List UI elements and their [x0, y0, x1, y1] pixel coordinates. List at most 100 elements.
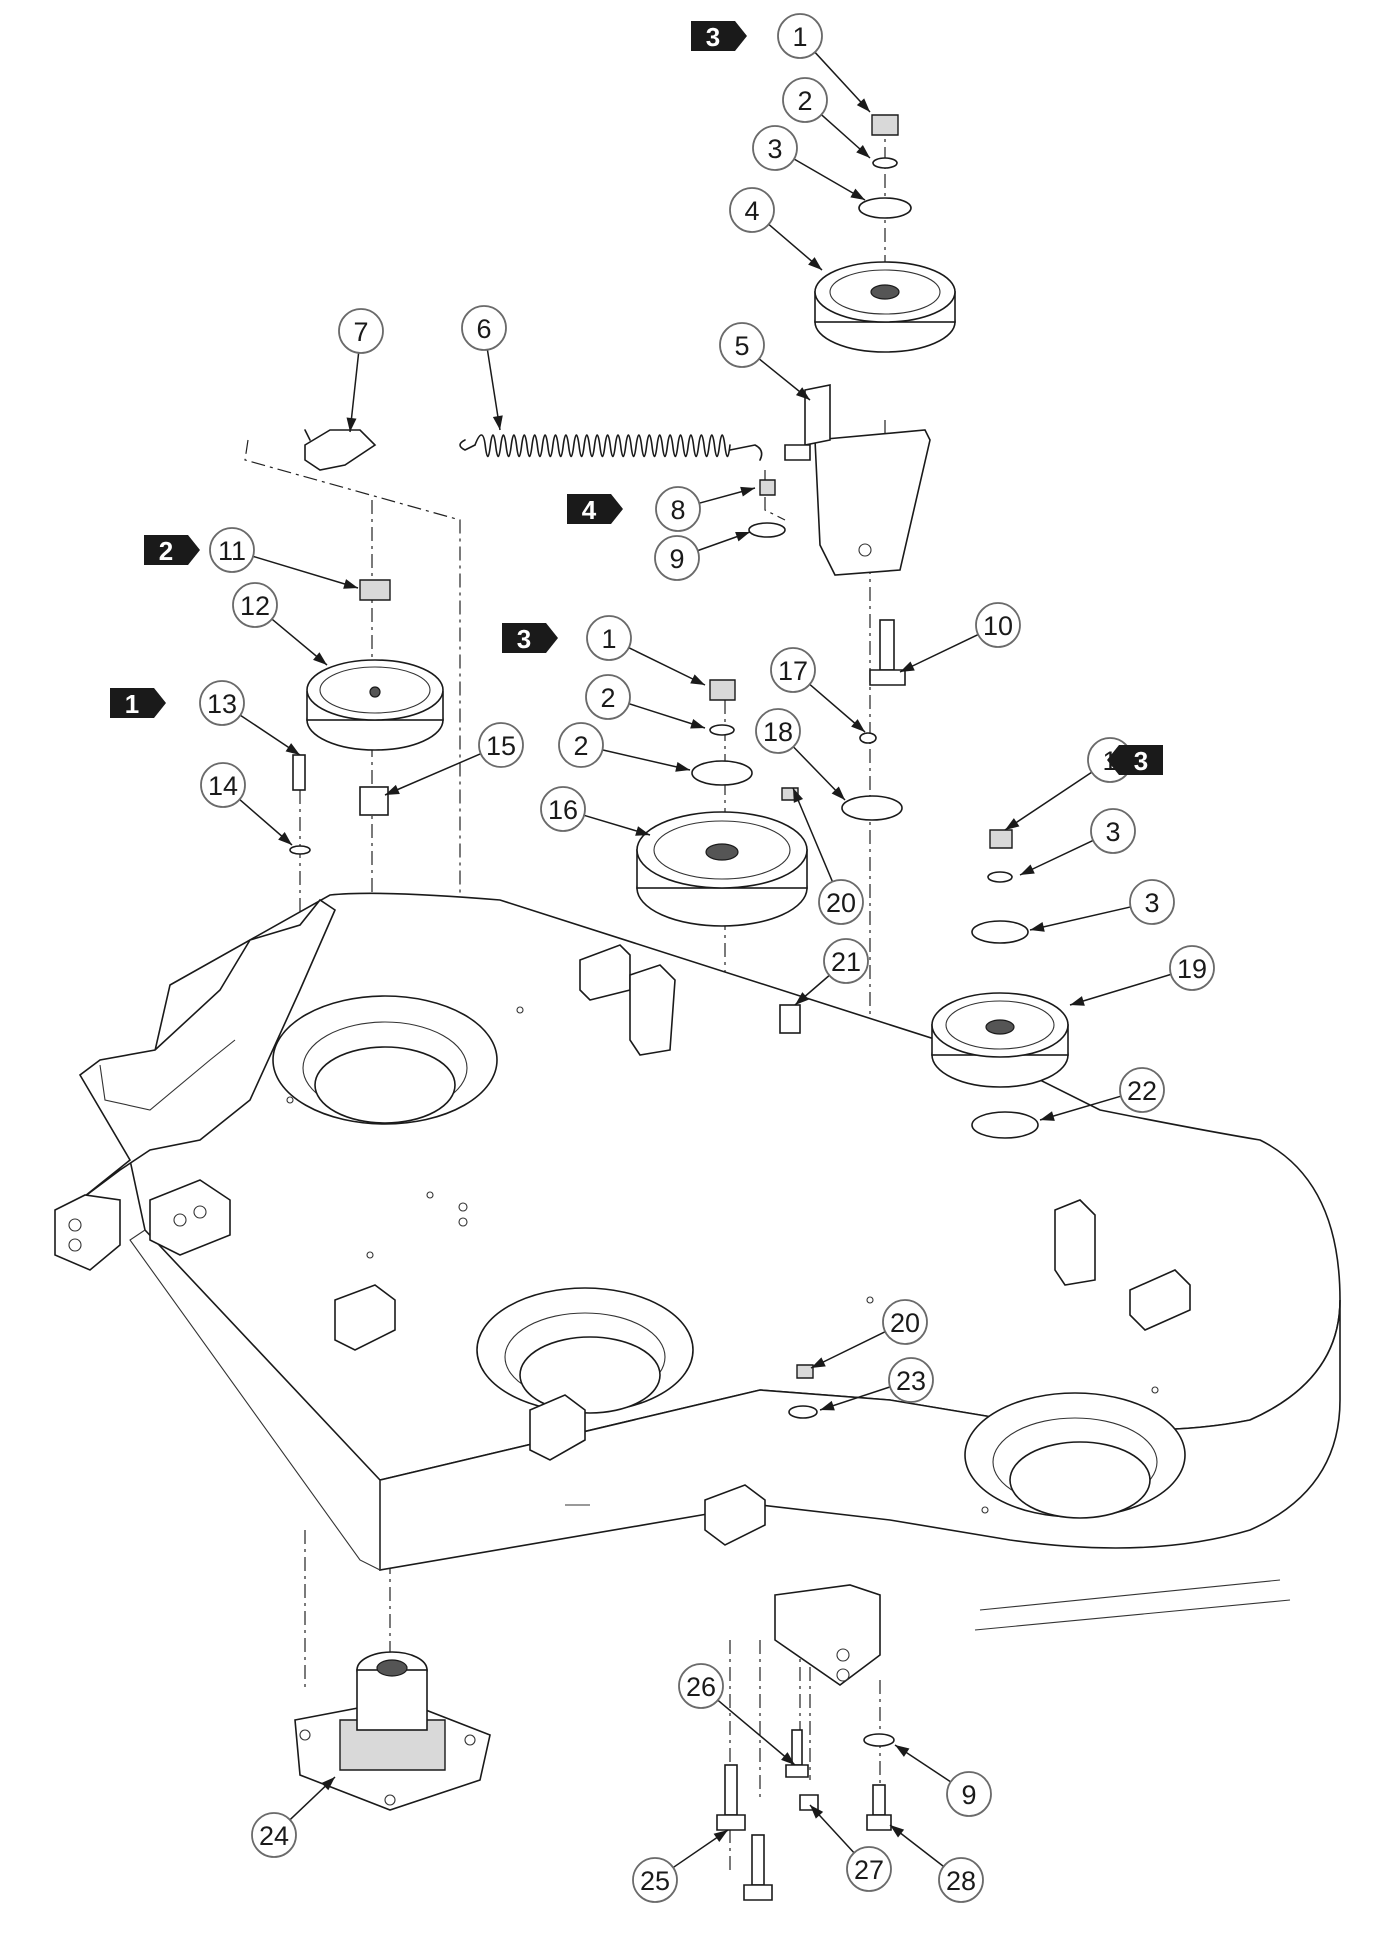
- callout-circle: [209, 527, 255, 573]
- callout-circle: [200, 762, 246, 808]
- flag-shape: [144, 535, 200, 565]
- callout-number: 21: [831, 947, 861, 977]
- step-flag-3: 3: [691, 21, 747, 52]
- hardware: [289, 114, 1039, 1901]
- callout-circle: [975, 602, 1021, 648]
- callout-circle: [729, 187, 775, 233]
- step-flag-1: 1: [110, 688, 166, 719]
- flag-shape: [1107, 745, 1163, 775]
- callout-number: 10: [983, 611, 1013, 641]
- callout-circle: [1119, 1067, 1165, 1113]
- callout-number: 13: [207, 689, 237, 719]
- step-flag-4: 4: [567, 494, 623, 525]
- leader-line: [1004, 771, 1093, 831]
- callout-number: 8: [670, 495, 685, 525]
- callout-7: 7: [338, 308, 384, 433]
- leader-arrowhead: [346, 417, 357, 432]
- leader-arrowhead: [851, 719, 865, 732]
- leader-arrowhead: [635, 826, 650, 836]
- leader-line: [602, 749, 691, 771]
- leader-arrowhead: [313, 652, 327, 665]
- idler-arm: [784, 384, 931, 576]
- callout-number: 19: [1177, 954, 1207, 984]
- callouts: 1234576891112101171321813151421632021192…: [199, 13, 1215, 1903]
- callout-24: 24: [251, 1776, 336, 1858]
- callout-3: 3: [1019, 808, 1136, 876]
- callout-12: 12: [232, 582, 328, 666]
- callout-number: 17: [778, 656, 808, 686]
- callout-circle: [199, 680, 245, 726]
- callout-21: 21: [794, 938, 869, 1006]
- callout-number: 6: [476, 314, 491, 344]
- callout-circle: [777, 13, 823, 59]
- tension-spring: [459, 434, 763, 461]
- callout-2: 2: [585, 674, 706, 729]
- pulley-left-drive: [306, 659, 444, 751]
- callout-circle: [1169, 945, 1215, 991]
- leader-line: [1039, 1095, 1122, 1121]
- leader-line: [717, 1699, 796, 1766]
- callout-22: 22: [1039, 1067, 1165, 1121]
- leader-line: [1069, 973, 1172, 1006]
- spindle-housing: [294, 1651, 491, 1811]
- callout-20: 20: [792, 787, 864, 925]
- callout-circle: [558, 722, 604, 768]
- leader-line: [384, 753, 482, 796]
- leader-arrowhead: [690, 718, 705, 729]
- callout-circle: [818, 879, 864, 925]
- callout-circle: [1090, 808, 1136, 854]
- leader-arrowhead: [890, 1825, 905, 1838]
- callout-27: 27: [809, 1804, 892, 1892]
- callout-1: 1: [777, 13, 871, 113]
- callout-circle: [586, 615, 632, 661]
- callout-number: 9: [961, 1780, 976, 1810]
- callout-circle: [338, 308, 384, 354]
- callout-circle: [478, 722, 524, 768]
- leader-arrowhead: [1005, 818, 1020, 830]
- callout-number: 3: [767, 134, 782, 164]
- step-flag-3: 3: [502, 623, 558, 654]
- callout-number: 11: [218, 536, 246, 566]
- callout-6: 6: [461, 305, 507, 431]
- callout-number: 15: [486, 731, 516, 761]
- leader-arrowhead: [740, 486, 755, 497]
- callout-circle: [846, 1846, 892, 1892]
- callout-number: 1: [792, 22, 807, 52]
- callout-16: 16: [540, 786, 651, 836]
- flag-number: 3: [517, 624, 531, 654]
- callout-number: 24: [259, 1821, 289, 1851]
- callout-number: 14: [208, 771, 238, 801]
- flag-shape: [691, 21, 747, 51]
- callout-2: 2: [782, 77, 871, 159]
- leader-arrowhead: [900, 661, 915, 672]
- pulley-center-idler: [636, 811, 808, 927]
- callout-13: 13: [199, 680, 301, 756]
- leader-arrowhead: [831, 786, 845, 800]
- step-flag-3: 3: [1107, 745, 1163, 776]
- callout-5: 5: [719, 322, 811, 401]
- callout-circle: [823, 938, 869, 984]
- flag-shape: [567, 494, 623, 524]
- leader-arrowhead: [811, 1357, 826, 1368]
- callout-25: 25: [632, 1829, 729, 1903]
- leader-arrowhead: [278, 832, 292, 845]
- callout-number: 2: [600, 683, 615, 713]
- leader-arrowhead: [795, 387, 810, 400]
- callout-15: 15: [384, 722, 524, 796]
- callout-17: 17: [770, 647, 866, 733]
- callout-number: 18: [763, 717, 793, 747]
- callout-number: 16: [548, 795, 578, 825]
- leader-arrowhead: [1030, 921, 1045, 932]
- callout-18: 18: [755, 708, 846, 801]
- leader-line: [899, 633, 979, 673]
- callout-number: 20: [890, 1308, 920, 1338]
- leader-arrowhead: [492, 415, 503, 430]
- callout-23: 23: [819, 1357, 934, 1411]
- callout-number: 7: [353, 317, 368, 347]
- leader-arrowhead: [856, 144, 870, 158]
- callout-circle: [632, 1857, 678, 1903]
- leader-arrowhead: [675, 761, 690, 772]
- callout-number: 22: [1127, 1076, 1157, 1106]
